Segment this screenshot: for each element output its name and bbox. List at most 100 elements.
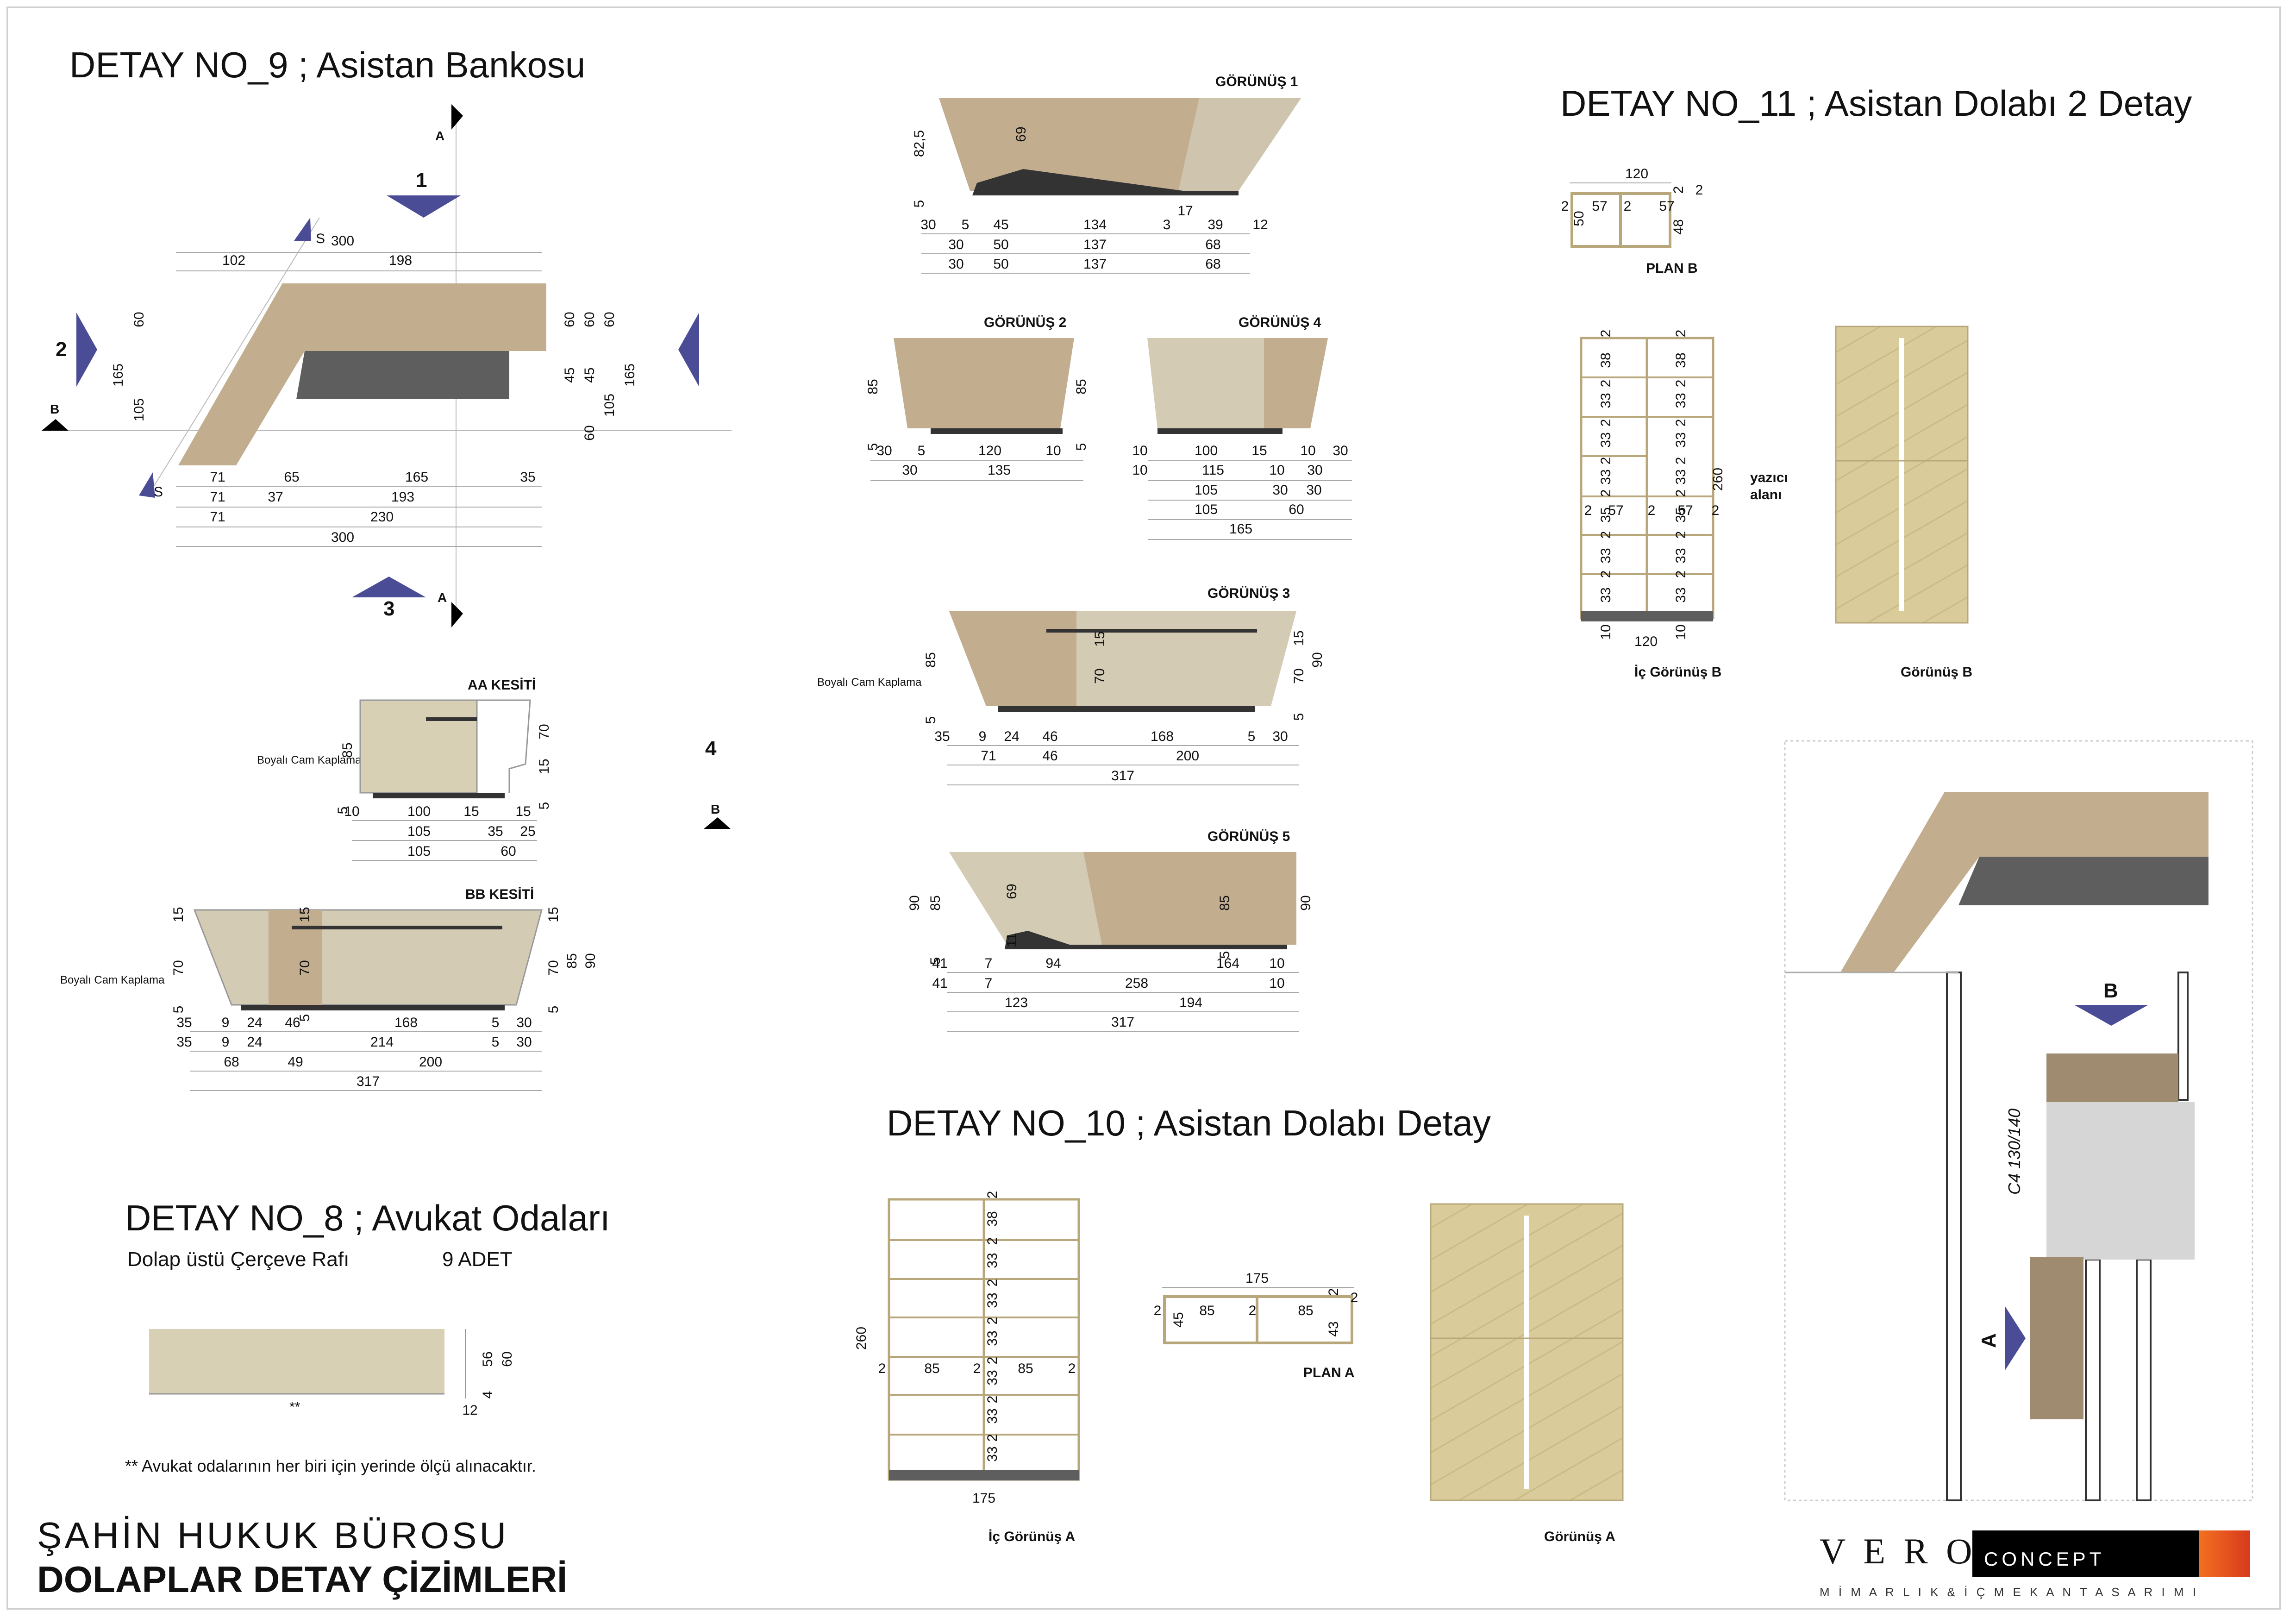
marker-a-bottom: A xyxy=(438,590,447,605)
dimension-value: 2 xyxy=(1673,380,1689,388)
dimension-value: 33 xyxy=(1673,469,1689,484)
dimension-value: 90 xyxy=(1310,652,1325,667)
dimension-value: 10 xyxy=(1132,463,1147,478)
overview-wall-right xyxy=(2136,1259,2152,1501)
g4-side xyxy=(1264,338,1328,428)
overview-wall-mid xyxy=(2085,1259,2101,1501)
dimension-value: 38 xyxy=(985,1211,1000,1226)
dimension-value: 5 xyxy=(962,217,970,232)
glass-note-aa: Boyalı Cam Kaplama xyxy=(257,754,362,766)
dimension-value: 70 xyxy=(546,960,561,975)
overview-bounds xyxy=(1784,740,2253,1501)
dimension-value: 2 xyxy=(1673,330,1689,338)
dimension-value: 45 xyxy=(562,367,577,382)
bb-left xyxy=(269,910,322,1005)
section-aa xyxy=(359,699,531,798)
detail-10-title: DETAY NO_10 ; Asistan Dolabı Detay xyxy=(887,1103,1491,1143)
dimension-value: 57 xyxy=(1677,503,1693,518)
dimension-value: 5 xyxy=(923,716,938,724)
brand-logo: V E R O CONCEPT M İ M A R L I K & İ Ç M … xyxy=(1820,1530,2273,1605)
dimension-value: 2 xyxy=(1351,1290,1358,1305)
dimension-value: 30 xyxy=(1307,463,1322,478)
dimension-value: 5 xyxy=(537,802,552,810)
plan-b xyxy=(1570,192,1671,248)
dimension-value: 48 xyxy=(1671,219,1686,234)
dimension-value: 123 xyxy=(1005,995,1028,1010)
dimension-value: 45 xyxy=(582,367,597,382)
dimension-value: 35 xyxy=(520,470,535,485)
section-bb xyxy=(193,909,543,1010)
dimension-value: 65 xyxy=(284,470,299,485)
dimension-value: 17 xyxy=(1177,203,1193,219)
dimension-value: 35 xyxy=(934,729,950,744)
dimension-value: 30 xyxy=(1306,483,1321,498)
dimension-value: 45 xyxy=(993,217,1008,232)
dimension-value: 165 xyxy=(111,364,126,387)
dimension-value: 175 xyxy=(1245,1271,1269,1286)
dimension-value: 5 xyxy=(546,1006,561,1014)
dimension-value: 2 xyxy=(1249,1303,1257,1318)
g5-base xyxy=(1005,931,1287,949)
dimension-value: 33 xyxy=(1673,393,1689,408)
dimension-value: 85 xyxy=(1199,1303,1214,1318)
overview-cabinet-a xyxy=(2030,1257,2083,1419)
interior-a xyxy=(888,1198,1080,1481)
marker-a-top: A xyxy=(435,129,445,143)
dimension-value: 2 xyxy=(1671,186,1686,194)
dimension-value: 90 xyxy=(907,895,922,910)
plan-a-label: PLAN A xyxy=(1303,1365,1355,1380)
dimension-value: 2 xyxy=(1673,457,1689,465)
dimension-value: 10 xyxy=(1045,443,1061,458)
g4-base xyxy=(1157,428,1283,434)
dimension-value: 105 xyxy=(1195,502,1218,517)
dimension-value: 10 xyxy=(1269,956,1284,971)
dimension-value: 137 xyxy=(1083,257,1107,272)
dimension-value: 105 xyxy=(407,844,431,859)
dimension-value: 46 xyxy=(1042,748,1057,764)
dimension-value: 2 xyxy=(1584,503,1592,518)
overview-cabinet-b xyxy=(2046,1053,2178,1102)
dimension-value: 168 xyxy=(394,1015,418,1030)
dimension-value: 2 xyxy=(985,1191,1000,1199)
dimension-value: 85 xyxy=(1074,379,1089,394)
dimension-value: 9 xyxy=(222,1015,230,1030)
glass-note-g3: Boyalı Cam Kaplama xyxy=(817,676,922,689)
dimension-value: 105 xyxy=(1195,483,1218,498)
dimension-value: 5 xyxy=(1291,713,1307,721)
dimension-value: 35 xyxy=(1673,507,1689,522)
dimension-value: S xyxy=(316,231,325,246)
dimension-value: 85 xyxy=(924,1361,939,1376)
dimension-value: 85 xyxy=(928,895,943,910)
bb-body xyxy=(193,909,543,1006)
dimension-value: 260 xyxy=(1710,468,1726,491)
dimension-value: 2 xyxy=(1561,199,1569,214)
dimension-value: 85 xyxy=(865,379,881,394)
dimension-value: 134 xyxy=(1083,217,1107,232)
dimension-value: 68 xyxy=(224,1054,239,1070)
logo-tagline: M İ M A R L I K & İ Ç M E K A N T A S A … xyxy=(1820,1585,2199,1599)
dimension-value: 5 xyxy=(918,443,926,458)
dimension-value: 85 xyxy=(1018,1361,1033,1376)
overview-desk-panel xyxy=(1958,857,2208,905)
dimension-value: 10 xyxy=(1269,463,1284,478)
dimension-value: 15 xyxy=(463,804,479,819)
dimension-value: 5 xyxy=(492,1035,500,1050)
g5-left xyxy=(949,852,1102,945)
dimension-value: 2 xyxy=(1673,489,1689,497)
section-line-s xyxy=(148,217,320,496)
dimension-value: 120 xyxy=(1634,634,1658,649)
dimension-value: 198 xyxy=(389,253,412,268)
dimension-value: 30 xyxy=(516,1035,532,1050)
marker-4: 4 xyxy=(705,737,717,760)
dimension-value: 5 xyxy=(297,1014,313,1022)
detail-11-title: DETAY NO_11 ; Asistan Dolabı 2 Detay xyxy=(1560,83,2192,124)
section-mark-a-bottom xyxy=(451,602,463,627)
dimension-value: 2 xyxy=(1068,1361,1076,1376)
dimension-value: 30 xyxy=(948,237,963,252)
dimension-value: 15 xyxy=(537,759,552,774)
dimension-value: 193 xyxy=(391,489,414,505)
dimension-value: 2 xyxy=(1326,1288,1341,1296)
dimension-value: 300 xyxy=(331,233,354,249)
dimension-value: 194 xyxy=(1179,995,1202,1010)
